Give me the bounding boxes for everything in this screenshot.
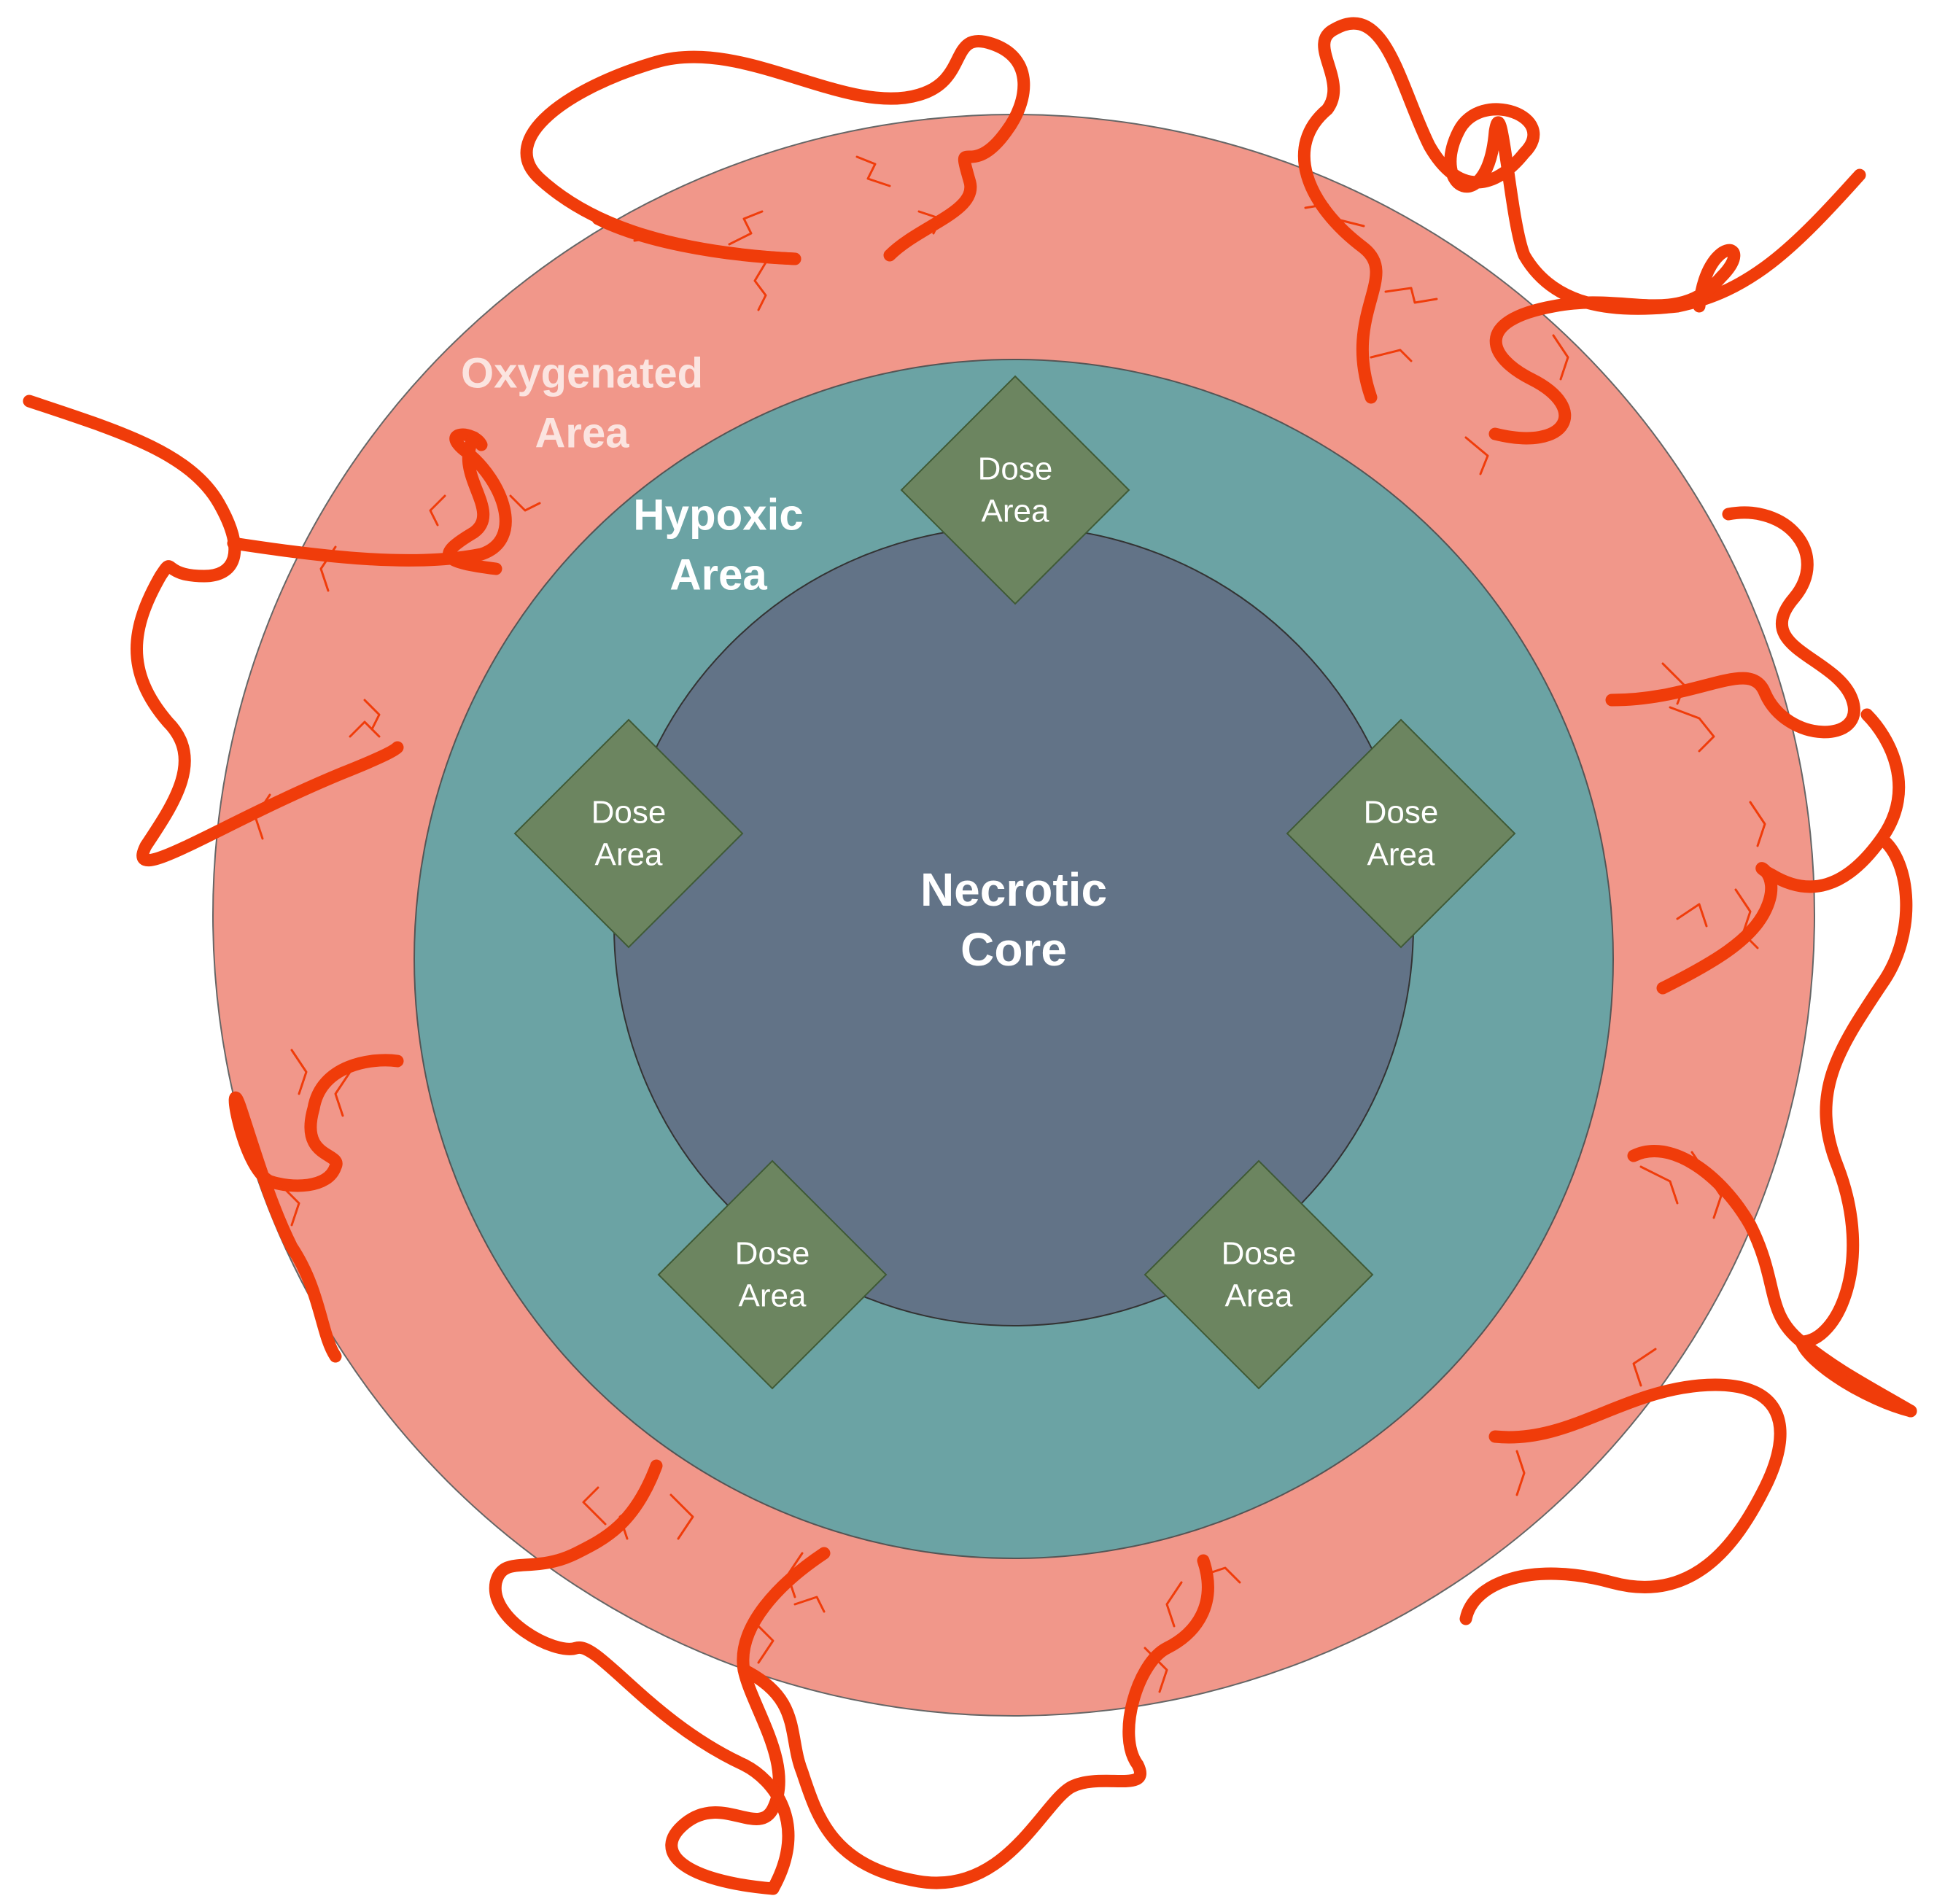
hypoxic-area-label-line1: Hypoxic — [633, 491, 803, 540]
dose-area-label-line1: Dose — [1364, 795, 1439, 831]
vessel-bottom — [737, 1554, 1214, 1889]
dose-area-label-line1: Dose — [735, 1236, 810, 1272]
vessel-top-left — [520, 34, 1030, 265]
dose-area-bottom-right: Dose Area — [1144, 1159, 1374, 1390]
vessel-bottom-left — [665, 1547, 831, 1895]
dose-area-label-line2: Area — [739, 1278, 807, 1314]
dose-area-label-line2: Area — [1367, 837, 1435, 873]
vessel-bottom-right — [1459, 1378, 1787, 1625]
vessel-inner-left — [443, 431, 502, 575]
oxygenated-area-label-line1: Oxygenated — [461, 350, 703, 397]
dose-area-diamond — [900, 375, 1130, 605]
vessel-right-upper — [1605, 506, 1860, 739]
hypoxic-area-label-line2: Area — [669, 551, 767, 599]
vessel-right-lower — [1627, 1145, 1917, 1418]
vessel-top-right — [1297, 17, 1866, 404]
vessel-bottom-left-lower — [489, 1459, 795, 1895]
vessel-left-lower — [228, 1054, 404, 1363]
capillaries — [254, 155, 1766, 1693]
dose-area-label-line2: Area — [1225, 1278, 1293, 1314]
dose-area-diamond — [1144, 1159, 1374, 1390]
necrotic-core-label-line1: Necrotic — [920, 863, 1107, 916]
vessel-left — [23, 395, 404, 867]
dose-area-diamond — [1286, 718, 1516, 949]
dose-area-diamond — [513, 718, 744, 949]
oxygenated-area-label-line2: Area — [535, 410, 630, 457]
dose-area-top: Dose Area — [900, 375, 1130, 605]
dose-area-left: Dose Area — [513, 718, 744, 949]
dose-area-label-line1: Dose — [591, 795, 667, 831]
dose-area-label-line2: Area — [982, 494, 1049, 529]
dose-area-bottom-left: Dose Area — [657, 1159, 888, 1390]
blood-vessels — [23, 17, 1917, 1895]
vessel-left-loop — [227, 428, 512, 567]
necrotic-core-label-line2: Core — [960, 923, 1067, 976]
dose-area-right: Dose Area — [1286, 718, 1516, 949]
dose-area-label-line2: Area — [595, 837, 663, 873]
vessel-top-right-loop — [1488, 244, 1741, 445]
dose-area-diamond — [657, 1159, 888, 1390]
dose-area-label-line1: Dose — [978, 451, 1053, 487]
vessel-top-left-short — [591, 212, 801, 265]
vessel-right-bottom — [1795, 832, 1917, 1418]
dose-area-label-line1: Dose — [1222, 1236, 1297, 1272]
